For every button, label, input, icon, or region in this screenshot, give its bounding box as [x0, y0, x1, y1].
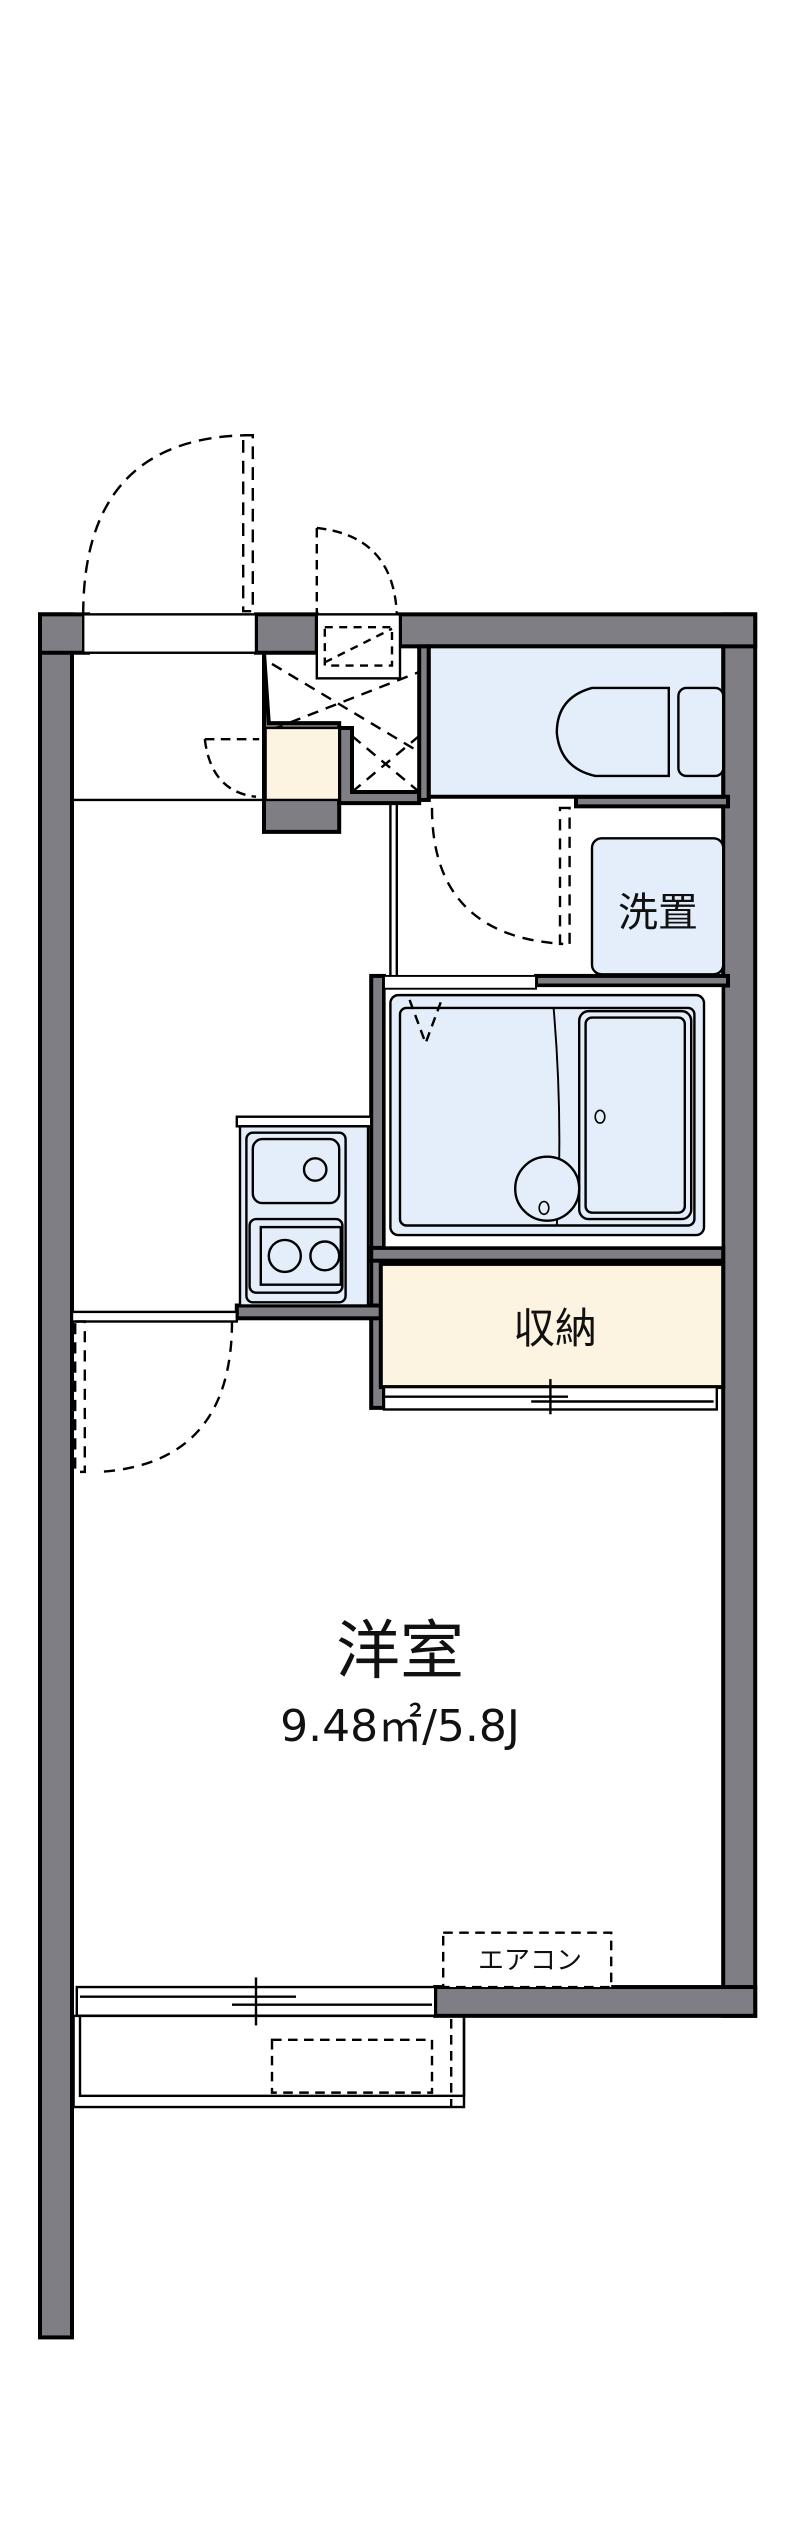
storage-label: 収納 [512, 1304, 598, 1353]
washer-label: 洗置 [618, 890, 698, 936]
room-name: 洋室 [336, 1615, 464, 1689]
shoe-cabinet-door[interactable] [203, 737, 260, 798]
room-area: 9.48㎡/5.8J [280, 1701, 520, 1752]
room-door-opening [70, 1310, 238, 1323]
balcony [72, 2014, 466, 2109]
shoe-cabinet [264, 726, 341, 802]
sink-icon [251, 1137, 341, 1205]
storage-closet [378, 1261, 726, 1390]
meter-box-door[interactable] [315, 526, 398, 615]
bathtub [578, 1009, 693, 1221]
room-door[interactable] [74, 1320, 234, 1474]
entrance-door[interactable] [82, 433, 254, 615]
washer-space [590, 837, 725, 976]
balcony-window[interactable] [75, 1977, 437, 2026]
aircon-label: エアコン [477, 1946, 583, 1976]
pipe-space [271, 662, 420, 793]
basin-icon [514, 1155, 581, 1222]
toilet-icon [555, 686, 725, 778]
toilet-door[interactable] [430, 806, 571, 946]
outdoor-unit [270, 2038, 434, 2094]
bathroom-opening [383, 974, 537, 990]
kitchen-counter [235, 1115, 373, 1307]
storage-sliding-door[interactable] [382, 1379, 718, 1415]
entrance-opening [82, 613, 258, 654]
meter-box [315, 613, 402, 680]
aircon-box [442, 1931, 613, 1989]
